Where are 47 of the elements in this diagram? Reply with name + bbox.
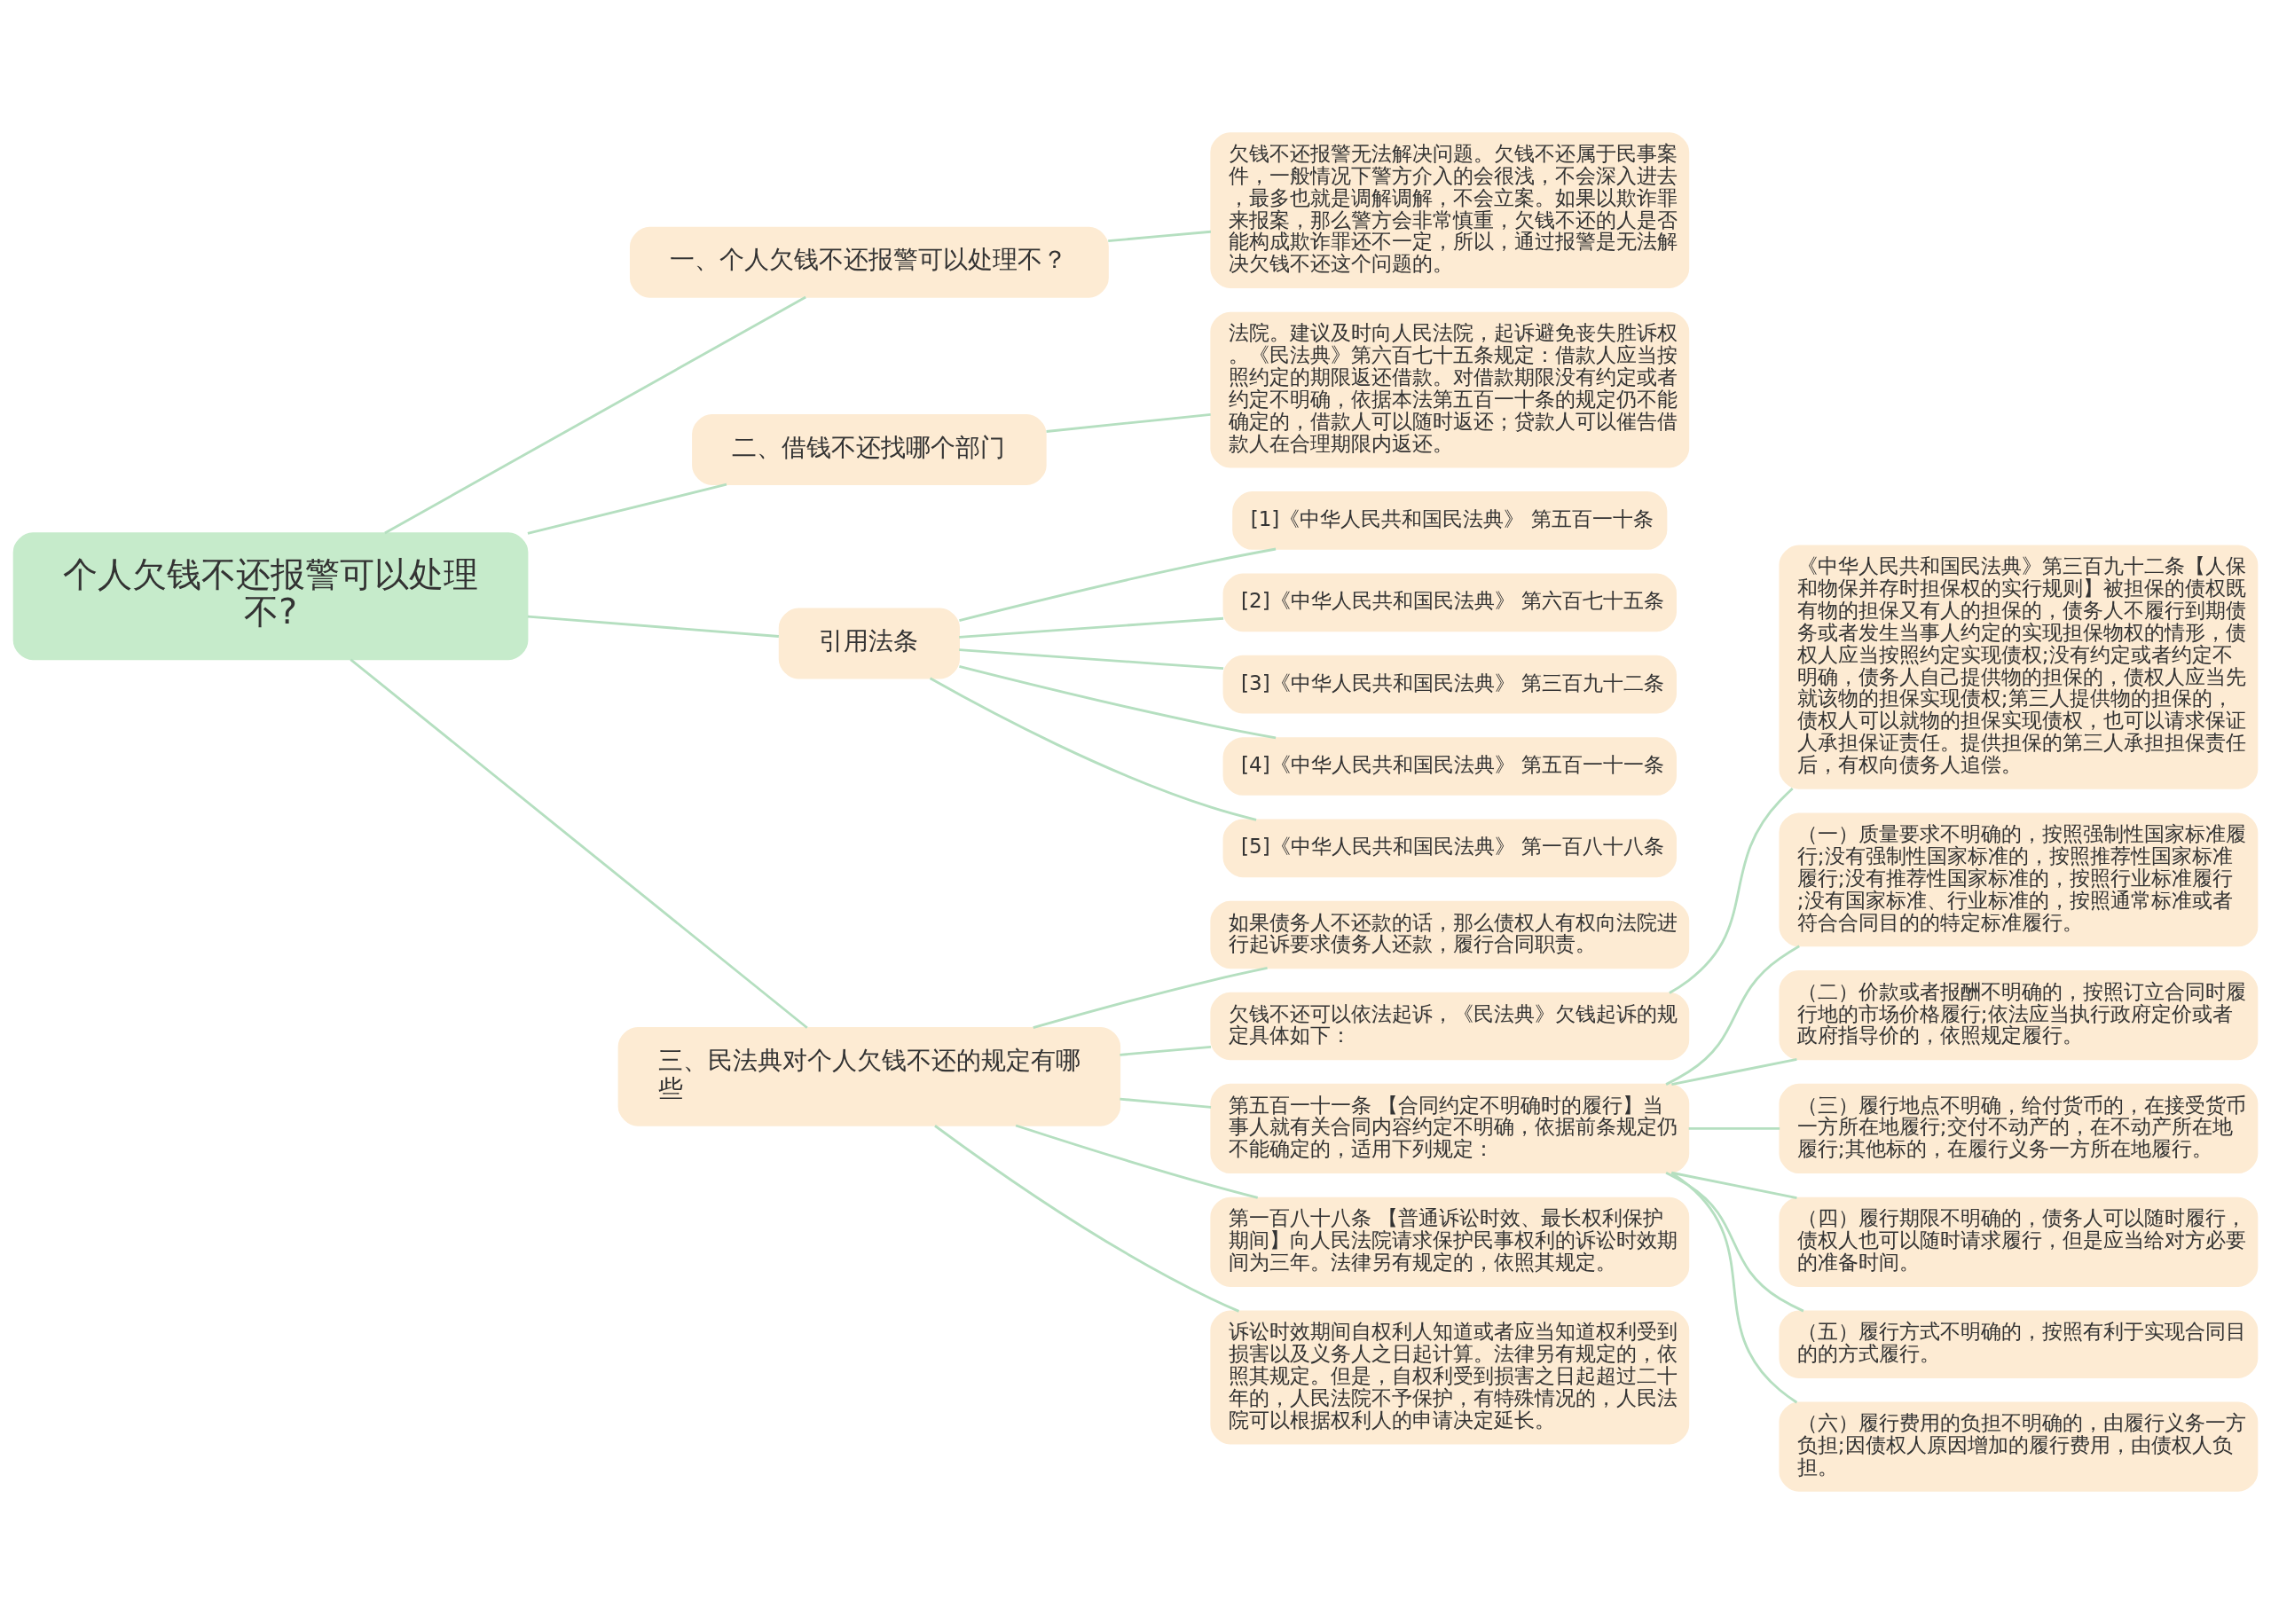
connector	[1665, 945, 1800, 1086]
connector	[959, 616, 1224, 639]
node-box: 欠钱不还报警无法解决问题。欠钱不还属于民事案件，一般情况下警方介入的会很浅，不会深入进去，最多也就是调解调解，不会立案。如果以欺诈罪来报案，那么警方会非常慎重，欠钱不还的人是否能构成欺诈罪还不一定，所以，通过报警是无法解决欠钱不还这个问题的。	[1210, 132, 1690, 289]
connector	[1688, 1127, 1780, 1130]
node-box: 欠钱不还可以依法起诉，《民法典》欠钱起诉的规定具体如下：	[1210, 992, 1690, 1061]
connector	[959, 547, 1277, 622]
connector	[527, 615, 779, 638]
node-box: 《中华人民共和国民法典》第三百九十二条【人保和物保并存时担保权的实行规则】被担保的债权既有物的担保又有人的担保的，债务人不履行到期债务或者发生当事人约定的实现担保物权的情形，债权人应当按照约定实现债权;没有约定或者约定不明确，债务人自己提供物的担保的，债权人应当先就该物的担保实现债权;第三人提供物的担保的，债权人可以就物的担保实现债权，也可以请求保证人承担保证责任。提供担保的第三人承担担保责任后，有权向债务人追偿。	[1779, 545, 2259, 789]
node-box: （六）履行费用的负担不明确的，由履行义务一方负担;因债权人原因增加的履行费用，由债权人负担。	[1779, 1401, 2259, 1492]
node-box: 第一百八十八条 【普通诉讼时效、最长权利保护期间】向人民法院请求保护民事权利的诉讼时效期间为三年。法律另有规定的，依照其规定。	[1210, 1196, 1690, 1287]
node-box: 如果债务人不还款的话，那么债权人有权向法院进行起诉要求债务人还款，履行合同职责。	[1210, 900, 1690, 969]
node-box: 引用法条	[778, 608, 960, 679]
connector	[1671, 1057, 1797, 1087]
connector	[1665, 1172, 1804, 1313]
connector	[350, 658, 808, 1029]
connector	[527, 482, 727, 535]
node-box: 一、个人欠钱不还报警可以处理不？	[629, 226, 1109, 298]
node-box: 第五百一十一条 【合同约定不明确时的履行】当事人就有关合同内容约定不明确，依据前条规定仍不能确定的，适用下列规定：	[1210, 1083, 1690, 1174]
node-box: [3]《中华人民共和国民法典》 第三百九十二条	[1222, 655, 1677, 714]
connector	[1046, 412, 1211, 433]
node-box: [5]《中华人民共和国民法典》 第一百八十八条	[1222, 819, 1677, 878]
connector	[1671, 1171, 1797, 1199]
node-box: [2]《中华人民共和国民法典》 第六百七十五条	[1222, 573, 1677, 632]
node-box: （二）价款或者报酬不明确的，按照订立合同时履行地的市场价格履行;依法应当执行政府定价或者政府指导价的，依照规定履行。	[1779, 969, 2259, 1061]
node-box: （一）质量要求不明确的，按照强制性国家标准履行;没有强制性国家标准的，按照推荐性国家标准履行;没有推荐性国家标准的，按照行业标准履行;没有国家标准、行业标准的，按照通常标准或者符合合同目的的特定标准履行。	[1779, 812, 2259, 947]
node-box: 个人欠钱不还报警可以处理不?	[12, 532, 529, 661]
connector	[1120, 1045, 1212, 1056]
connector	[1670, 1172, 1798, 1404]
connector	[1120, 1097, 1212, 1109]
node-box: 法院。建议及时向人民法院，起诉避免丧失胜诉权。《民法典》第六百七十五条规定：借款人应当按照约定的期限返还借款。对借款期限没有约定或者约定不明确，依据本法第五百一十条的规定仍不能确定的，借款人可以随时返还；贷款人可以催告借款人在合理期限内返还。	[1210, 311, 1690, 468]
node-box: （三）履行地点不明确，给付货币的，在接受货币一方所在地履行;交付不动产的，在不动产所在地履行;其他标的，在履行义务一方所在地履行。	[1779, 1083, 2259, 1174]
connector	[1108, 230, 1212, 243]
connector	[384, 295, 806, 535]
connector	[1033, 967, 1268, 1030]
connector	[959, 665, 1277, 740]
node-box: （五）履行方式不明确的，按照有利于实现合同目的的方式履行。	[1779, 1310, 2259, 1378]
node-box: [4]《中华人民共和国民法典》 第五百一十一条	[1222, 737, 1677, 796]
connector	[1015, 1124, 1259, 1199]
connector	[1669, 787, 1794, 994]
node-box: 二、借钱不还找哪个部门	[692, 414, 1047, 485]
node-box: 诉讼时效期间自权利人知道或者应当知道权利受到损害以及义务人之日起计算。法律另有规定的，依照其规定。但是，自权利受到损害之日起超过二十年的，人民法院不予保护，有特殊情况的，人民法院可以根据权利人的申请决定延长。	[1210, 1310, 1690, 1445]
node-box: [1]《中华人民共和国民法典》 第五百一十条	[1232, 491, 1668, 550]
connector	[959, 648, 1224, 671]
connector	[929, 677, 1257, 821]
node-box: （四）履行期限不明确的，债务人可以随时履行，债权人也可以随时请求履行，但是应当给对方必要的准备时间。	[1779, 1196, 2259, 1287]
connector	[934, 1125, 1240, 1313]
node-box: 三、民法典对个人欠钱不还的规定有哪些	[617, 1026, 1121, 1126]
